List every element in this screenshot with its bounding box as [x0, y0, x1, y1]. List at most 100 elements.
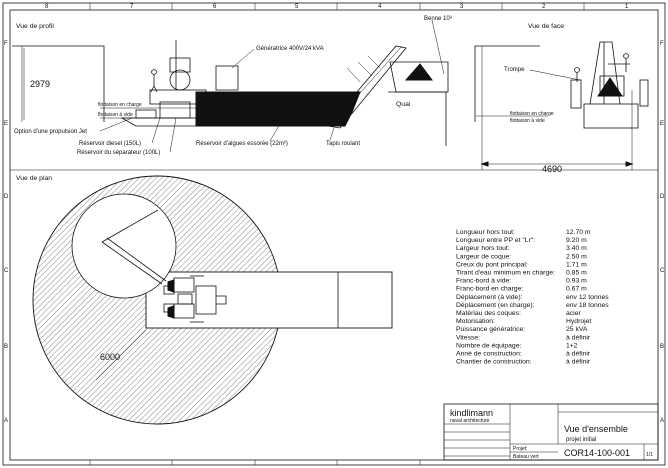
spec-label: Franc-bord en charge: — [456, 286, 523, 293]
spec-value: env 18 tonnes — [566, 302, 609, 309]
drawing-number: COR14-100-001 — [564, 448, 630, 458]
col-marker: 8 — [45, 4, 49, 10]
row-marker: A — [4, 418, 8, 424]
spec-label: Largeur de coque: — [456, 253, 511, 260]
spec-label: Déplacement (à vide): — [456, 294, 523, 301]
row-marker: F — [4, 41, 8, 47]
crane-arm — [101, 241, 163, 285]
spec-label: Longueur hors tout: — [456, 229, 515, 236]
spec-value: Hydrojet — [566, 318, 591, 325]
spec-label: Anné de construction: — [456, 351, 522, 358]
benne-label: Benne 10³ — [424, 16, 452, 22]
spec-value: 1.71 m — [566, 261, 587, 268]
col-marker: 3 — [460, 4, 464, 10]
row-marker: E — [4, 121, 8, 127]
trompe-label: Trompe — [504, 67, 525, 73]
project-label: Projet: — [513, 446, 527, 452]
spec-label: Chantier de construction: — [456, 359, 532, 366]
spec-value: 2.50 m — [566, 253, 587, 260]
spec-label: Puissance génératrice: — [456, 326, 525, 333]
row-marker: D — [660, 194, 665, 200]
spec-label: Déplacement (en charge): — [456, 302, 535, 309]
drawing-title: Vue d'ensemble — [564, 424, 628, 434]
spec-value: acier — [566, 310, 581, 317]
company-sub: naval architecture — [450, 418, 490, 424]
sheet-number: 1/1 — [646, 452, 653, 458]
spec-value: à définir — [566, 351, 591, 358]
conveyor-label: Tapis roulant — [326, 141, 360, 147]
spec-label: Franc-bord à vide: — [456, 278, 511, 285]
project-name: Bateau vert — [513, 454, 539, 460]
plan-view-title: Vue de plan — [16, 175, 52, 182]
separator-tank-label: Réservoir du séparateur (100L) — [77, 150, 160, 156]
radius-dimension: 6000 — [100, 352, 120, 362]
spec-value: 12.70 m — [566, 229, 591, 236]
title-block: kindlimann naval architecture Vue d'ense… — [443, 403, 659, 461]
face-view: Vue de face Trompe flottaison en charge … — [474, 23, 649, 174]
spec-value: à définir — [566, 334, 591, 341]
face-view-title: Vue de face — [528, 23, 564, 30]
row-marker: C — [660, 268, 665, 274]
row-marker: A — [660, 418, 664, 424]
benne — [389, 61, 449, 93]
spec-value: à définir — [566, 359, 591, 366]
row-marker: B — [660, 344, 664, 350]
spec-label: Tirant d'eau minimum en charge: — [456, 270, 555, 277]
spec-label: Matériau des coques: — [456, 310, 521, 317]
profile-view-title: Vue de profil — [16, 23, 54, 30]
height-dimension: 2979 — [30, 79, 50, 89]
spec-value: 0.93 m — [566, 278, 587, 285]
col-marker: 6 — [213, 4, 217, 10]
spec-value: 9.20 m — [566, 237, 587, 244]
algae-tank — [195, 91, 361, 127]
boat-deck-plan — [145, 271, 393, 329]
width-dimension: 4690 — [542, 164, 562, 174]
row-marker: F — [660, 41, 664, 47]
specifications-list: Longueur hors tout: 12.70 m Longueur entre… — [456, 229, 609, 366]
quay-label: Quai — [396, 101, 411, 108]
spec-value: 0.85 m — [566, 270, 587, 277]
face-waterline-charge: flottaison en charge — [510, 111, 554, 117]
row-marker: D — [4, 194, 9, 200]
benne-load — [404, 63, 433, 81]
drawing-subtitle: projet initial — [566, 437, 596, 443]
col-marker: 5 — [295, 4, 299, 10]
diesel-tank-label: Réservoir diesel (150L) — [79, 141, 141, 147]
spec-label: Motorisation: — [456, 318, 495, 325]
plan-view: Vue de plan 6000 — [16, 175, 393, 425]
quay-outline-face — [474, 45, 540, 122]
spec-value: 1+2 — [566, 342, 578, 349]
spec-label: Largeur hors tout: — [456, 245, 510, 252]
col-marker: 1 — [625, 4, 629, 10]
crane-inner-radius — [71, 193, 177, 299]
conveyor-belt — [327, 45, 407, 129]
spec-label: Vitesse: — [456, 334, 480, 341]
company-name: kindlimann — [450, 408, 493, 418]
spec-value: env 12 tonnes — [566, 294, 609, 301]
profile-view: Vue de profil 2979 flottaison en charge … — [12, 16, 452, 156]
col-marker: 7 — [130, 4, 134, 10]
row-marker: E — [660, 121, 664, 127]
generator-label: Génératrice 400V/24 kVA — [256, 46, 324, 52]
propulsion-label: Option d'une propulsion Jet — [14, 129, 87, 135]
pump-wheel — [169, 69, 191, 91]
waterline-vide-label: flottaison à vide — [98, 112, 133, 118]
row-marker: C — [4, 268, 9, 274]
algae-tank-label: Réservoir d'algues essorée (22m²) — [196, 141, 288, 147]
spec-value: 3.40 m — [566, 245, 587, 252]
spec-label: Nombre de équipage: — [456, 342, 521, 349]
spec-label: Creux du pont principal: — [456, 261, 528, 268]
col-marker: 4 — [378, 4, 382, 10]
waterline-charge-label: flottaison en charge — [98, 102, 142, 108]
zone-markers: 8 7 6 5 4 3 2 1 F E D C B A F E D C B A — [4, 3, 665, 465]
spec-value: 25 kVA — [566, 326, 588, 333]
plan-machinery — [163, 275, 227, 323]
quay-outline-left — [12, 45, 105, 122]
face-waterline-vide: flottaison à vide — [510, 118, 545, 124]
sheet-inner-border — [9, 9, 659, 461]
row-marker: B — [4, 344, 8, 350]
spec-label: Longueur entre PP et "Lr": — [456, 237, 535, 244]
generator-box — [215, 65, 239, 91]
